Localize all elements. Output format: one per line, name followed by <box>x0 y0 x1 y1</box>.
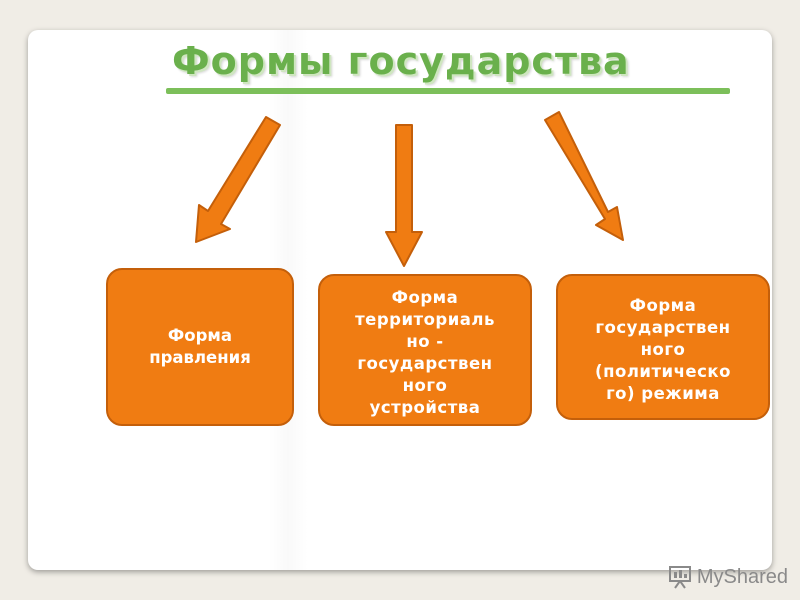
box-form-of-government: Форма правления <box>106 268 294 426</box>
arrow-center-icon <box>385 124 423 267</box>
watermark-text: MyShared <box>696 565 788 588</box>
slide-title: Формы государства <box>172 39 630 83</box>
box-form-of-territorial-structure: Форма территориаль но - государствен ног… <box>318 274 532 426</box>
arrow-left-icon <box>195 116 281 243</box>
box-label: Форма территориаль но - государствен ног… <box>355 288 495 417</box>
box-label: Форма правления <box>149 326 251 367</box>
box-label: Форма государствен ного (политическо го)… <box>595 296 731 403</box>
myshared-watermark: MyShared <box>667 564 788 590</box>
arrow-right-icon <box>544 111 624 241</box>
presentation-board-icon <box>668 566 691 589</box>
title-underline <box>166 88 730 94</box>
arrows <box>195 111 624 267</box>
slide: Формы государства Форма правления Форма … <box>28 30 772 570</box>
box-form-of-political-regime: Форма государствен ного (политическо го)… <box>556 274 770 420</box>
